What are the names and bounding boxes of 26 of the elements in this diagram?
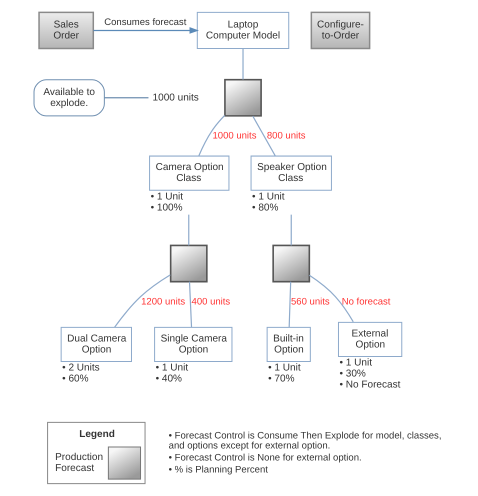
node-label: • 60%: [62, 374, 88, 385]
edge-label: 1000 units: [212, 130, 256, 142]
edge-label: 800 units: [266, 130, 306, 142]
edge-label: No forecast: [341, 296, 390, 308]
label: • % is Planning Percent: [168, 464, 268, 476]
edge-label: 400 units: [191, 296, 230, 308]
node-label: • 70%: [268, 374, 294, 385]
label: • Forecast Control is Consume Then Explode for model, classes, and options except for external option.: [168, 430, 441, 452]
node-label: • 1 Unit: [150, 191, 183, 202]
label: Legend: [78, 428, 114, 440]
label: • Forecast Control is None for external option.: [168, 452, 362, 464]
node-text: 1000 units: [152, 92, 198, 104]
node-label: • 1 Unit: [252, 191, 284, 202]
node-label: • 100%: [150, 202, 182, 214]
legend-label: Production Forecast: [54, 452, 103, 474]
edge-label: Consumes forecast: [104, 17, 186, 28]
node-label: • 30%: [338, 368, 366, 380]
node-label: • 40%: [155, 374, 182, 385]
node-label: • 1 Unit: [268, 362, 300, 374]
node-label: • No Forecast: [338, 380, 400, 391]
node-label: • 80%: [252, 202, 278, 214]
edge-label: 560 units: [290, 296, 330, 308]
node-label: • 1 Unit: [338, 358, 372, 369]
node-label: • 1 Unit: [155, 362, 188, 374]
edge-label: 1200 units: [140, 296, 185, 308]
node-label: • 2 Units: [62, 362, 100, 374]
